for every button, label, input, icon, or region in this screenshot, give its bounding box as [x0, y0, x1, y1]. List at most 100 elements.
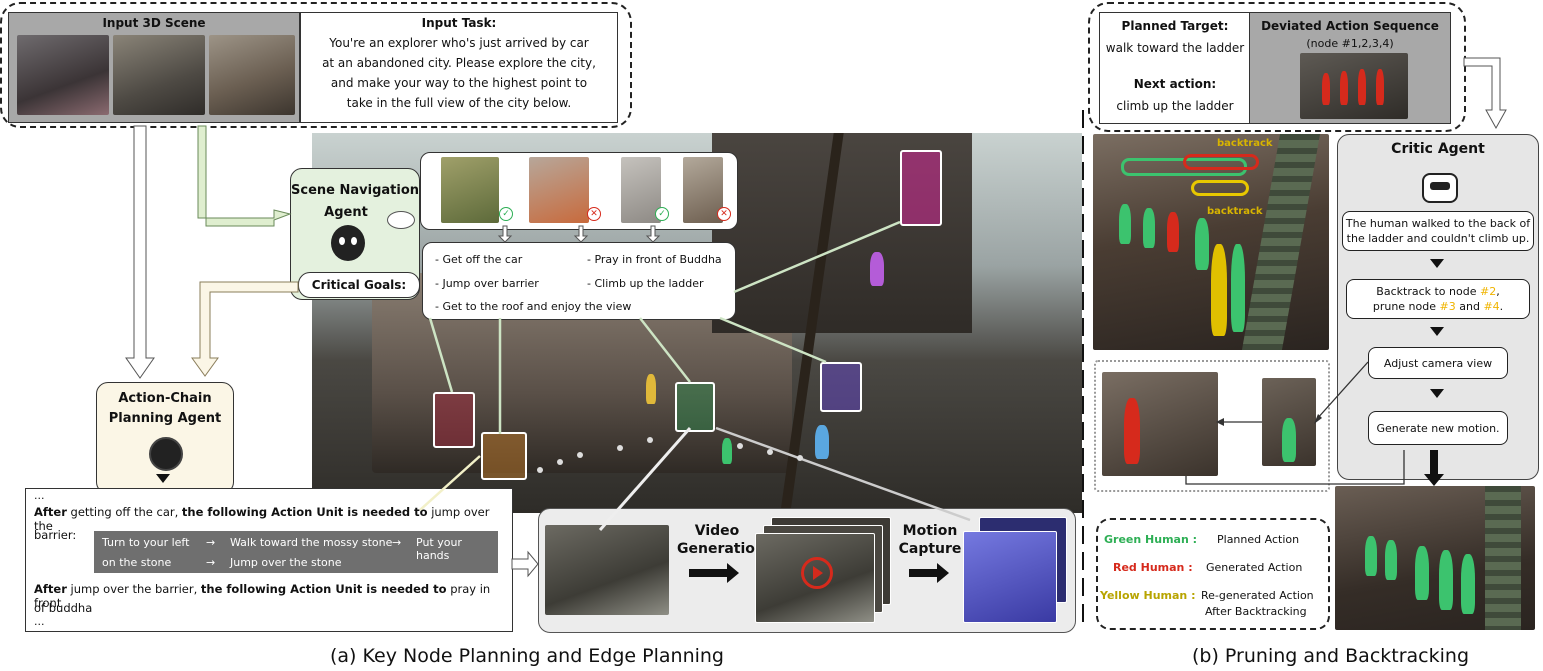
legend-green-value: Planned Action: [1217, 533, 1300, 546]
robot-icon: [1422, 173, 1458, 203]
scene-human-green-2: [722, 438, 732, 464]
result-scene-image: [1335, 486, 1535, 630]
cross-icon: ✕: [587, 207, 601, 221]
down-arrow-icon: [156, 474, 170, 483]
scene-highlight-barrier: [481, 432, 527, 480]
right-arrow-head: [937, 563, 949, 583]
motion-capture-label-1: Motion: [902, 523, 958, 539]
generation-pipeline-panel: Video Generation Motion Capture: [538, 508, 1076, 633]
deviated-sequence-title: Deviated Action Sequence: [1261, 19, 1439, 33]
down-arrow-icon: [1430, 259, 1444, 268]
down-arrow-icon: [1430, 389, 1444, 398]
planned-target-label: Planned Target:: [1121, 19, 1229, 33]
critic-message-4: Generate new motion.: [1368, 411, 1508, 445]
goal-item-get-off-car: - Get off the car: [435, 253, 523, 266]
backtrack-label-1: backtrack: [1217, 138, 1273, 149]
adjusted-view-image-2: [1262, 378, 1316, 466]
action-paragraph-2: After jump over the barrier, the followi…: [34, 582, 491, 610]
caption-left: (a) Key Node Planning and Edge Planning: [330, 645, 724, 667]
critic-agent-title: Critic Agent: [1391, 141, 1485, 157]
legend-yellow-value-2: After Backtracking: [1205, 605, 1307, 618]
backtrack-scene-image: backtrack backtrack: [1093, 134, 1329, 350]
video-generation-label-2: Generation: [677, 541, 765, 557]
goal-item-pray: - Pray in front of Buddha: [587, 253, 722, 266]
action-units-box: Turn to your left → Walk toward the moss…: [94, 531, 498, 573]
critic-agent-box: Critic Agent The human walked to the bac…: [1337, 134, 1539, 480]
goal-item-climb: - Climb up the ladder: [587, 277, 704, 290]
headset-agent-icon: [149, 437, 183, 471]
critical-goals-label: Critical Goals:: [298, 272, 420, 298]
scene-nav-title-1: Scene Navigation: [291, 183, 420, 198]
scene-highlight-buddha: [675, 382, 715, 432]
legend-yellow-label: Yellow Human :: [1100, 589, 1196, 602]
goal-thumb-ladder: [621, 157, 661, 223]
motion-capture-label-2: Capture: [898, 541, 962, 557]
goal-item-jump: - Jump over barrier: [435, 277, 539, 290]
down-arrow-icon: [1430, 327, 1444, 336]
right-arrow-icon: [689, 569, 729, 577]
check-icon: ✓: [499, 207, 513, 221]
deviated-sequence-box: Deviated Action Sequence (node #1,2,3,4): [1249, 12, 1451, 124]
node-chain-yellow: [1191, 180, 1249, 196]
critic-message-2: Backtrack to node #2, prune node #3 and …: [1346, 279, 1530, 319]
goal-thumb-roof: [683, 157, 723, 223]
input-container: [0, 2, 632, 128]
action-chain-title-1: Action-Chain: [118, 391, 212, 406]
buddha-frame: [545, 525, 669, 615]
scene-thumbnail-1: [17, 35, 109, 115]
action-paragraph-1-cont: barrier:: [34, 528, 77, 542]
scene-thumbnail-3: [209, 35, 295, 115]
input-task-line-1: You're an explorer who's just arrived by…: [329, 36, 589, 50]
input-3d-scene-title: Input 3D Scene: [102, 16, 206, 30]
legend-red-label: Red Human :: [1113, 561, 1193, 574]
deviated-sequence-subtitle: (node #1,2,3,4): [1306, 37, 1394, 50]
action-paragraph-1: After getting off the car, the following…: [34, 505, 490, 533]
critic-message-3: Adjust camera view: [1368, 347, 1508, 379]
ellipsis-bottom: ...: [34, 615, 45, 628]
planned-target-box: Planned Target: walk toward the ladder N…: [1099, 12, 1251, 124]
thought-bubble-icon: [387, 211, 415, 229]
scene-human-green: [646, 374, 656, 404]
action-chain-title-2: Planning Agent: [108, 411, 222, 426]
right-arrow-icon: [909, 569, 939, 577]
action-unit-text-panel: ... After getting off the car, the follo…: [25, 488, 513, 632]
camera-view-panel: [1094, 360, 1330, 492]
input-task-box: Input Task: You're an explorer who's jus…: [300, 12, 618, 123]
ellipsis-top: ...: [34, 489, 45, 502]
scene-human-purple: [870, 252, 884, 286]
ladder-shape: [1485, 486, 1521, 630]
scene-highlight-car: [433, 392, 475, 448]
input-task-line-4: take in the full view of the city below.: [346, 96, 572, 110]
deviated-sequence-image: [1300, 53, 1408, 119]
input-3d-scene-box: Input 3D Scene: [8, 12, 300, 123]
legend-red-value: Generated Action: [1206, 561, 1303, 574]
input-task-line-2: at an abandoned city. Please explore the…: [322, 56, 596, 70]
backtrack-label-2: backtrack: [1207, 206, 1263, 217]
check-icon: ✓: [655, 207, 669, 221]
scene-nav-title-2: Agent: [324, 205, 368, 220]
robot-agent-icon: [331, 225, 365, 261]
adjusted-view-image-1: [1102, 372, 1218, 476]
critic-message-1: The human walked to the back of the ladd…: [1342, 211, 1534, 251]
goal-thumb-car: [441, 157, 499, 223]
input-task-title: Input Task:: [421, 16, 497, 30]
right-arrow-head: [727, 563, 739, 583]
planned-target-value: walk toward the ladder: [1105, 41, 1245, 55]
goal-item-roof: - Get to the roof and enjoy the view: [435, 300, 632, 313]
input-task-line-3: and make your way to the highest point t…: [330, 76, 588, 90]
next-action-label: Next action:: [1133, 77, 1217, 91]
play-icon: [801, 557, 833, 589]
cross-icon: ✕: [717, 207, 731, 221]
goal-thumbnails-panel: ✓ ✕ ✓ ✕: [420, 152, 738, 230]
legend-yellow-value-1: Re-generated Action: [1201, 589, 1314, 602]
caption-right: (b) Pruning and Backtracking: [1192, 645, 1470, 667]
critical-goals-list: - Get off the car - Pray in front of Bud…: [422, 242, 736, 320]
planned-target-container: [1088, 2, 1466, 132]
scene-thumbnail-2: [113, 35, 205, 115]
action-paragraph-2-cont: of buddha: [34, 601, 93, 615]
scene-highlight-roof: [900, 150, 942, 226]
scene-highlight-ladder: [820, 362, 862, 412]
legend-green-label: Green Human :: [1104, 533, 1198, 546]
